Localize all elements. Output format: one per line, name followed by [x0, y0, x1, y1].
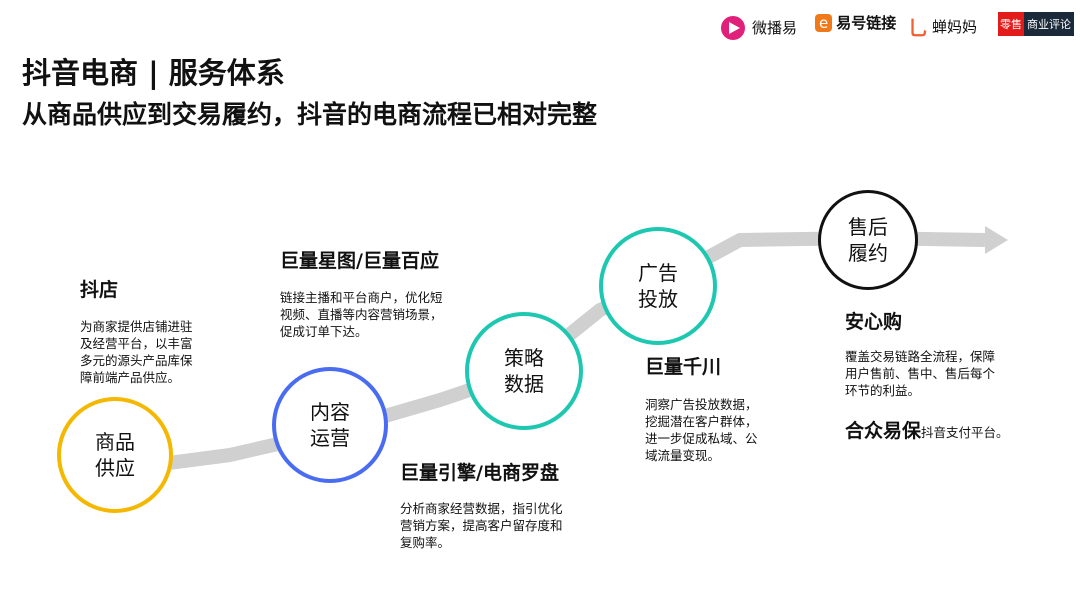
- doudian-desc: 为商家提供店铺进驻及经营平台，以丰富多元的源头产品库保障前端产品供应。: [80, 319, 193, 385]
- doudian-title: 抖店: [80, 279, 119, 301]
- logo-text: 蝉妈妈: [932, 18, 978, 36]
- anxin-title: 安心购: [845, 311, 903, 333]
- hezhong-desc: 抖音支付平台。: [921, 425, 1009, 440]
- step-aftersale: 售后履约: [818, 190, 918, 290]
- step-content: 内容运营: [272, 367, 388, 483]
- xingtu-title: 巨量星图/巨量百应: [280, 250, 439, 272]
- yinqing-title: 巨量引擎/电商罗盘: [400, 462, 559, 484]
- page-title: 抖音电商 | 服务体系: [22, 56, 285, 90]
- retail-review-logo: 零售商业评论: [998, 12, 1074, 36]
- logo-text: 易号链接: [836, 14, 897, 32]
- chanmama-logo: 乚蝉妈妈: [908, 16, 978, 40]
- arrow-head-icon: [985, 226, 1008, 254]
- logo-text: 零售: [998, 12, 1024, 36]
- step-supply: 商品供应: [57, 397, 173, 513]
- qianchuan-desc: 洞察广告投放数据，挖掘潜在客户群体，进一步促成私域、公域流量变现。: [645, 397, 758, 463]
- xingtu-desc: 链接主播和平台商户，优化短视频、直播等内容营销场景，促成订单下达。: [280, 290, 443, 339]
- logo-text: 商业评论: [1024, 12, 1074, 36]
- step-ads: 广告投放: [599, 227, 717, 345]
- weiboyi-logo: 微播易: [718, 12, 797, 42]
- step-data: 策略数据: [465, 312, 583, 430]
- anxin-desc: 覆盖交易链路全流程，保障用户售前、售中、售后每个环节的利益。: [845, 349, 996, 398]
- hezhong-title: 合众易保: [845, 420, 922, 442]
- yinqing-desc: 分析商家经营数据，指引优化营销方案，提高客户留存度和复购率。: [400, 501, 563, 550]
- page-subtitle: 从商品供应到交易履约，抖音的电商流程已相对完整: [22, 100, 598, 129]
- hezhong-block: 合众易保抖音支付平台。: [845, 416, 1009, 443]
- logo-text: 微播易: [752, 18, 798, 37]
- qianchuan-title: 巨量千川: [645, 356, 722, 378]
